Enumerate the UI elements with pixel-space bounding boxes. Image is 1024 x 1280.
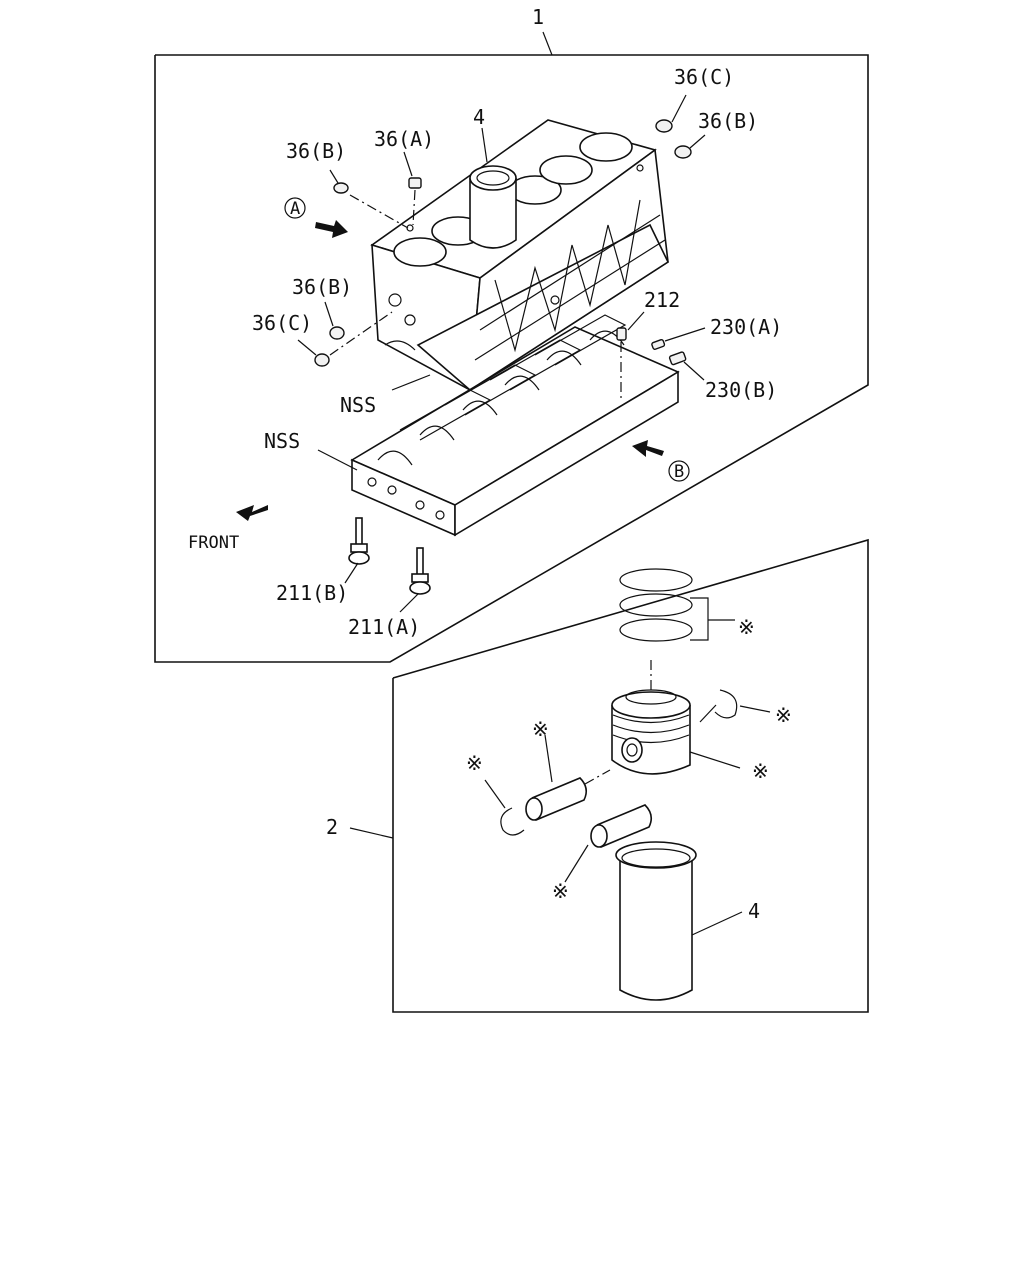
bolt-211a [399, 547, 431, 613]
label-230a: 230(A) [710, 315, 782, 339]
label-nss-crankcase: NSS [264, 429, 300, 453]
crankcase [350, 314, 680, 537]
mark-snap-ring-right: ※ [775, 703, 792, 727]
plug-36a [403, 151, 422, 226]
label-36c-top: 36(C) [674, 65, 734, 89]
label-230b: 230(B) [705, 378, 777, 402]
front-arrow [236, 505, 268, 521]
label-211b: 211(B) [276, 581, 348, 605]
label-36b-top-right: 36(B) [698, 109, 758, 133]
plug-36c-top [655, 94, 687, 133]
plug-36b-top-left [329, 169, 409, 229]
label-liner-bottom: 4 [748, 899, 760, 923]
label-view-a: A [290, 199, 300, 219]
label-36a: 36(A) [374, 127, 434, 151]
label-nss-block: NSS [340, 393, 376, 417]
mark-piston: ※ [752, 759, 769, 783]
frame-assembly-1 [154, 54, 869, 663]
label-liner-top: 4 [473, 105, 485, 129]
mark-pin-upper: ※ [532, 717, 549, 741]
bolt-211b [344, 517, 370, 584]
label-36b-side: 36(B) [292, 275, 352, 299]
label-211a: 211(A) [348, 615, 420, 639]
snap-ring-left [484, 779, 525, 836]
label-assembly-2: 2 [326, 815, 338, 839]
piston-pin-upper [525, 734, 611, 821]
label-36c-side: 36(C) [252, 311, 312, 335]
plug-36b-top-right [674, 134, 706, 159]
cylinder-liner-bottom [615, 841, 743, 1001]
frame-assembly-2 [392, 538, 869, 1013]
plug-36b-side [324, 301, 345, 340]
label-212: 212 [644, 288, 680, 312]
mark-piston-rings: ※ [738, 615, 755, 639]
snap-ring-right [699, 689, 771, 723]
piston [611, 660, 741, 775]
mark-pin-lower: ※ [552, 879, 569, 903]
view-a-arrow [284, 197, 348, 238]
pin-230a [651, 327, 706, 350]
cylinder-liner-top [469, 165, 517, 249]
view-b-arrow [632, 440, 690, 482]
plug-36c-side [297, 311, 393, 367]
label-view-b: B [674, 462, 684, 482]
pin-230b [668, 351, 705, 381]
piston-rings [619, 568, 735, 642]
pin-212 [616, 311, 645, 400]
label-front: FRONT [188, 533, 239, 553]
piston-pin-lower [564, 804, 653, 883]
label-36b-top-left: 36(B) [286, 139, 346, 163]
mark-snap-ring-left: ※ [466, 751, 483, 775]
label-assembly-1: 1 [532, 5, 544, 29]
